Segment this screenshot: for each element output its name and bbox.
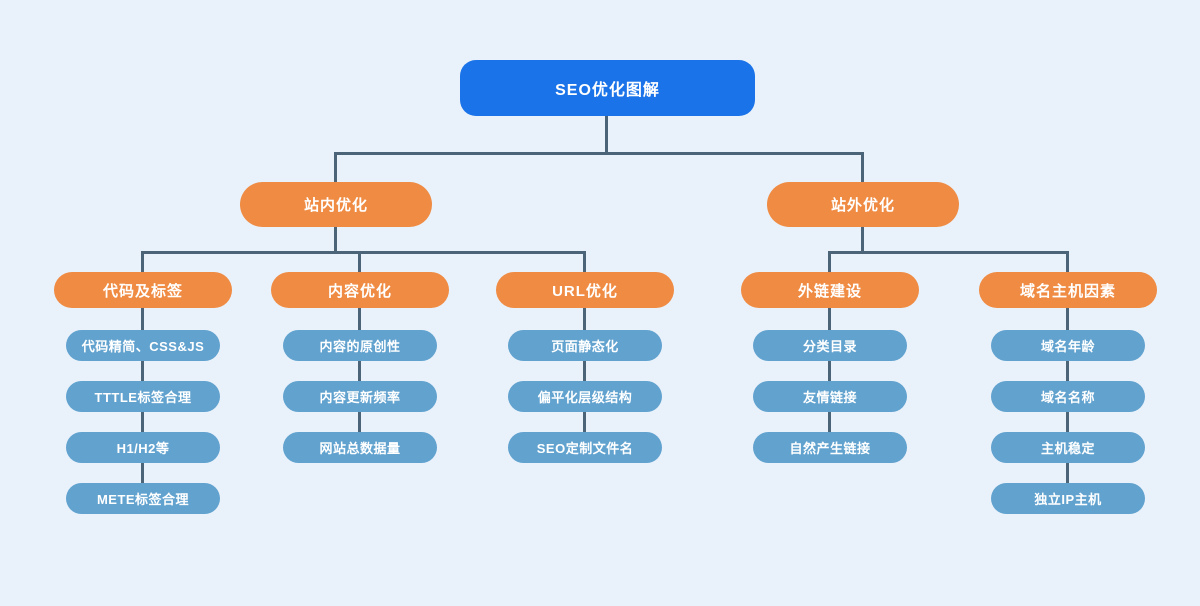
- connector-code-tags-drop: [141, 251, 144, 272]
- connector-url-drop: [583, 251, 586, 272]
- leaf-page-static: 页面静态化: [508, 330, 662, 361]
- connector-offsite-stem: [861, 227, 864, 253]
- connector-content-drop: [358, 251, 361, 272]
- node-group-domain-host: 域名主机因素: [979, 272, 1157, 308]
- leaf-flat-hierarchy: 偏平化层级结构: [508, 381, 662, 412]
- leaf-content-update-frequency: 内容更新频率: [283, 381, 437, 412]
- leaf-meta-tag-proper: METE标签合理: [66, 483, 220, 514]
- leaf-host-stability: 主机稳定: [991, 432, 1145, 463]
- connector-level1-horizontal: [334, 152, 864, 155]
- leaf-code-minify-cssjs: 代码精简、CSS&JS: [66, 330, 220, 361]
- leaf-directory-listing: 分类目录: [753, 330, 907, 361]
- leaf-domain-name: 域名名称: [991, 381, 1145, 412]
- connector-onsite-stem: [334, 227, 337, 253]
- leaf-title-tag-proper: TTTLE标签合理: [66, 381, 220, 412]
- node-offsite-optimization: 站外优化: [767, 182, 959, 227]
- leaf-natural-links: 自然产生链接: [753, 432, 907, 463]
- leaf-seo-filename: SEO定制文件名: [508, 432, 662, 463]
- node-group-content: 内容优化: [271, 272, 449, 308]
- leaf-domain-age: 域名年龄: [991, 330, 1145, 361]
- leaf-dedicated-ip-host: 独立IP主机: [991, 483, 1145, 514]
- leaf-content-originality: 内容的原创性: [283, 330, 437, 361]
- connector-url-chain: [583, 308, 586, 448]
- connector-onsite-drop: [334, 152, 337, 182]
- leaf-friendly-links: 友情链接: [753, 381, 907, 412]
- connector-offsite-horizontal: [828, 251, 1069, 254]
- connector-backlinks-chain: [828, 308, 831, 448]
- node-group-backlinks: 外链建设: [741, 272, 919, 308]
- node-group-code-tags: 代码及标签: [54, 272, 232, 308]
- node-group-url: URL优化: [496, 272, 674, 308]
- connector-root-drop: [605, 116, 608, 153]
- node-onsite-optimization: 站内优化: [240, 182, 432, 227]
- connector-content-chain: [358, 308, 361, 448]
- leaf-h1-h2: H1/H2等: [66, 432, 220, 463]
- connector-domain-host-drop: [1066, 251, 1069, 272]
- connector-offsite-drop: [861, 152, 864, 182]
- connector-onsite-horizontal: [141, 251, 586, 254]
- node-seo-root: SEO优化图解: [460, 60, 755, 116]
- connector-backlinks-drop: [828, 251, 831, 272]
- leaf-site-data-volume: 网站总数据量: [283, 432, 437, 463]
